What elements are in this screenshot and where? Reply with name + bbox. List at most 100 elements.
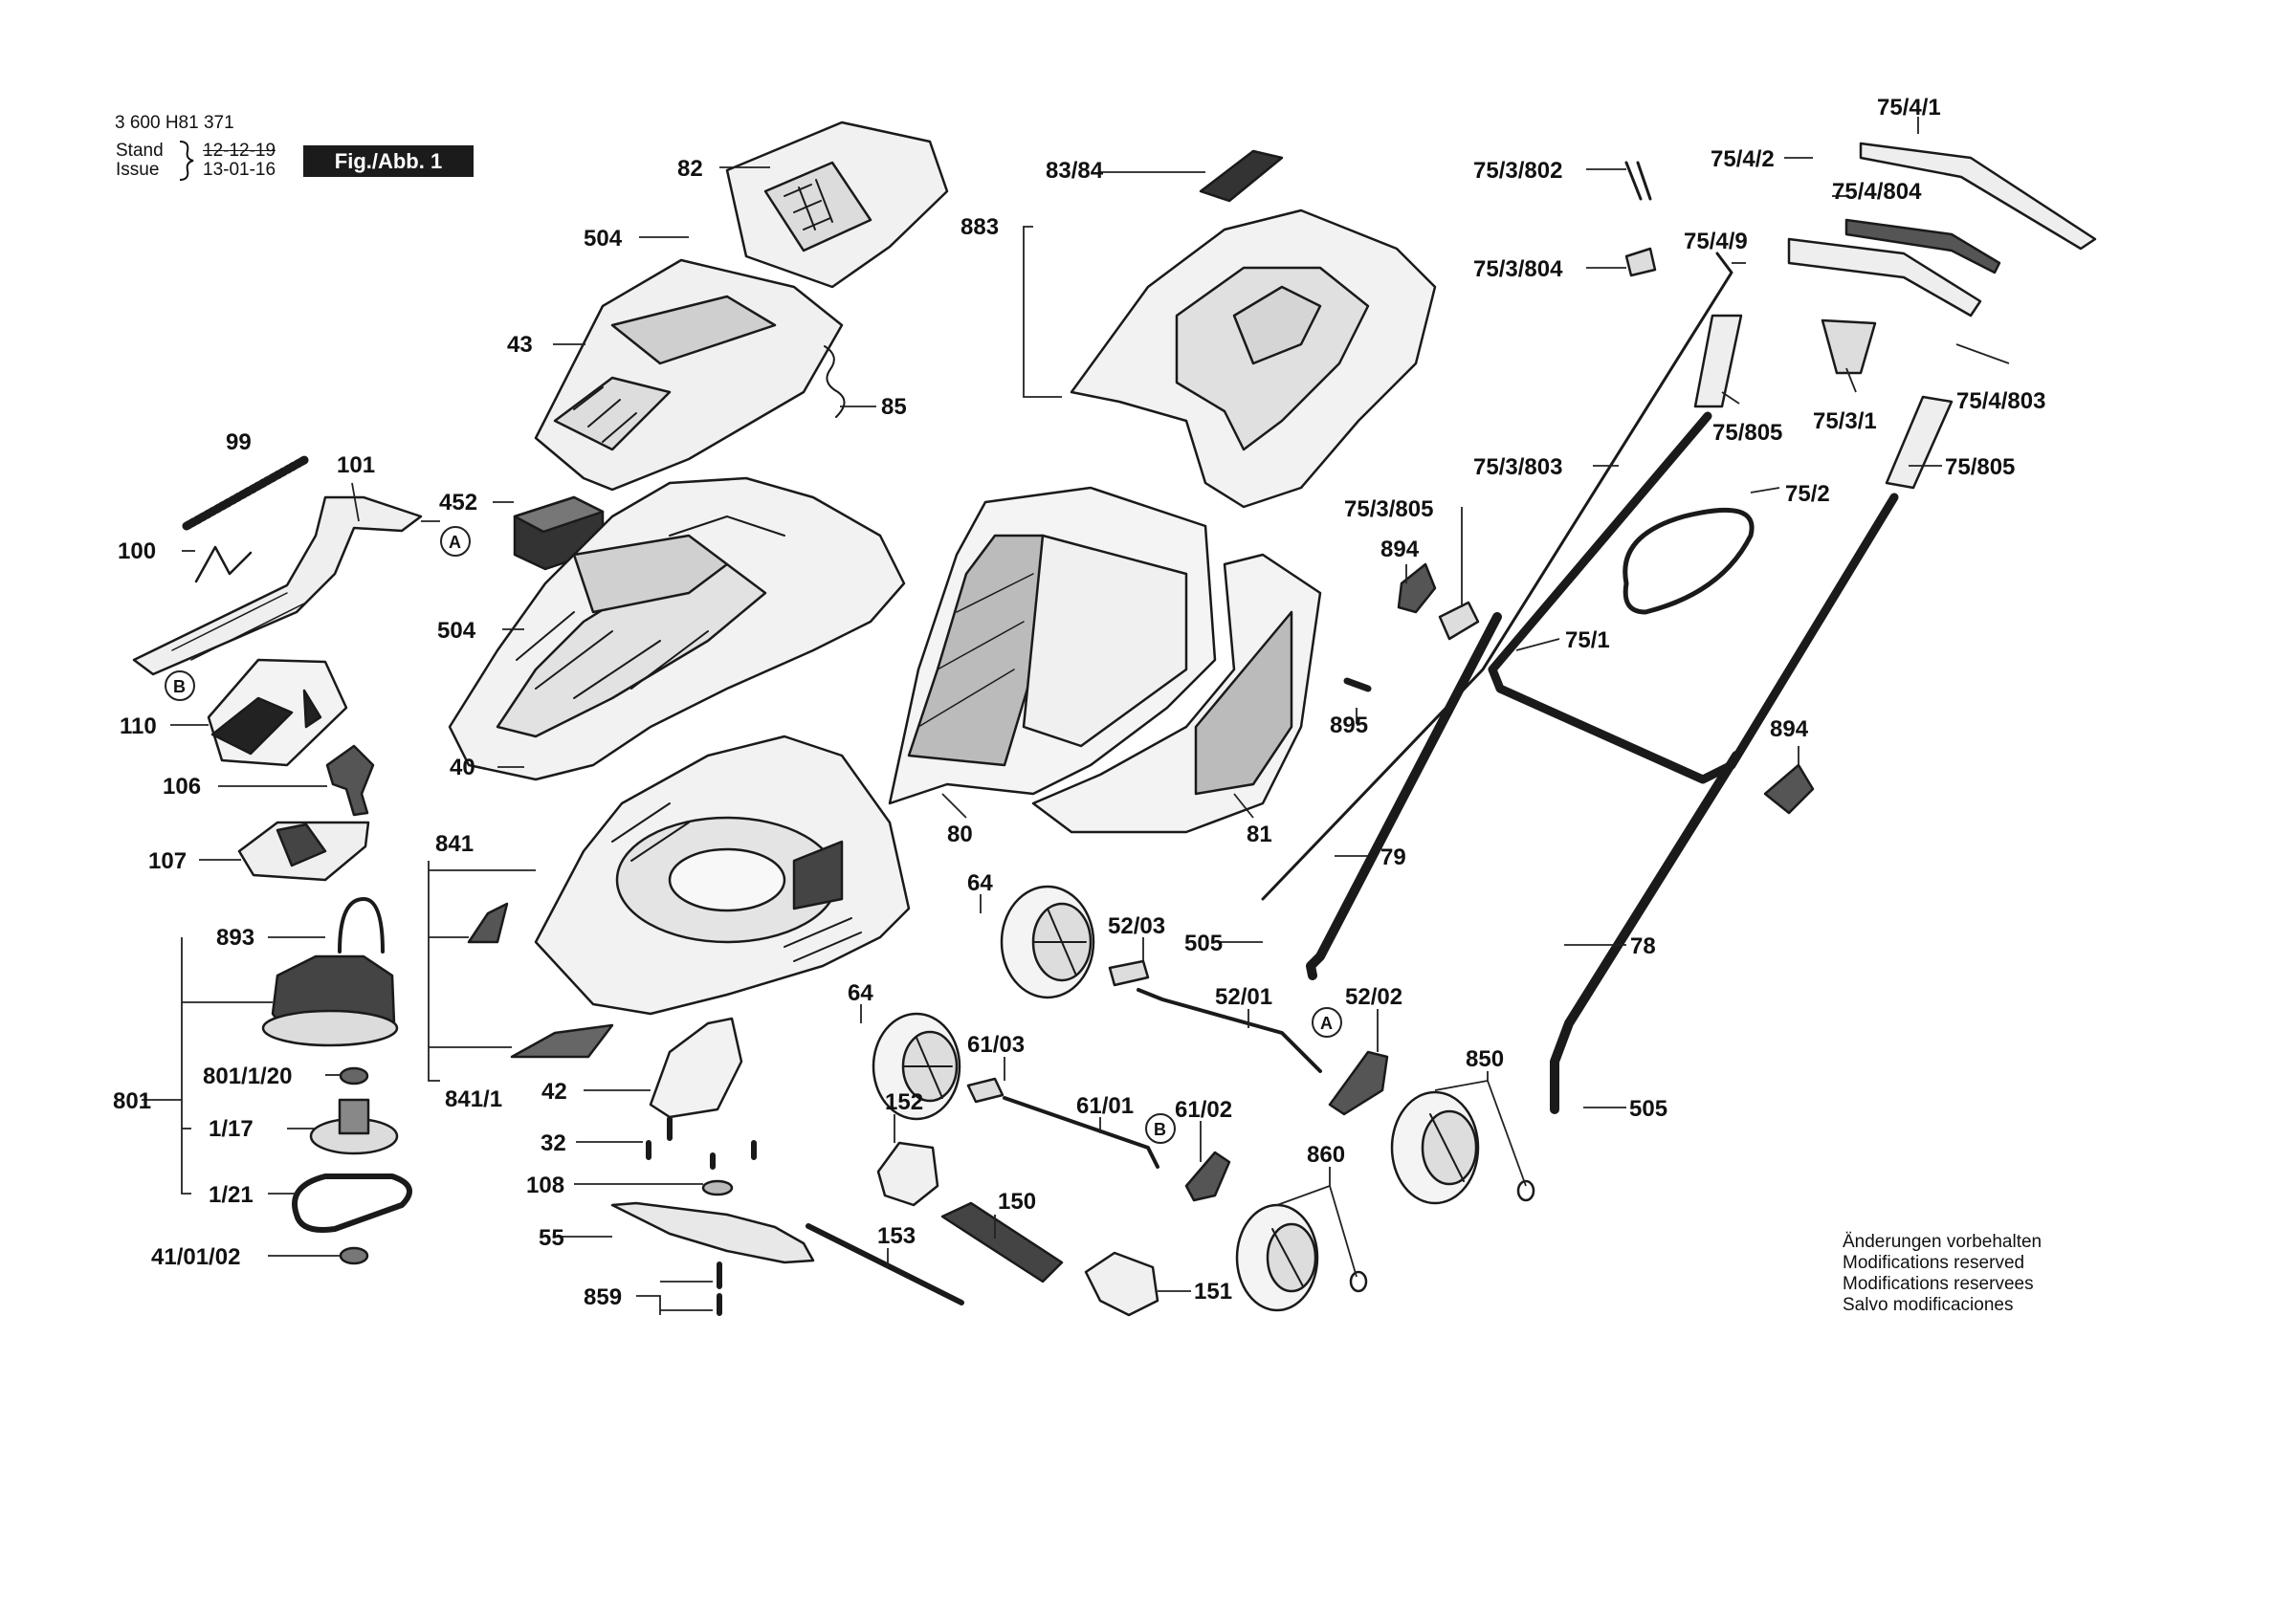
axle-part bbox=[1137, 988, 1322, 1073]
part-label-75-4-804: 75/4/804 bbox=[1832, 179, 1922, 205]
upper-handle-part bbox=[1488, 411, 1899, 784]
motor-part bbox=[261, 954, 399, 1047]
part-label-108: 108 bbox=[526, 1173, 564, 1198]
callout-b: B bbox=[173, 677, 186, 696]
part-label-52-02: 52/02 bbox=[1345, 984, 1402, 1010]
part-label-75-3-804: 75/3/804 bbox=[1473, 256, 1563, 282]
front-wheel-left-part bbox=[1000, 885, 1095, 999]
header-brace bbox=[179, 141, 194, 181]
issue-label: Issue bbox=[116, 160, 160, 180]
part-label-99: 99 bbox=[226, 429, 252, 455]
part-label-78: 78 bbox=[1630, 933, 1656, 959]
modification-notes: Änderungen vorbehalten Modifications res… bbox=[1843, 1232, 2042, 1316]
part-label-64-2: 64 bbox=[848, 980, 873, 1006]
part-label-75-3-803: 75/3/803 bbox=[1473, 454, 1562, 480]
part-label-75-3-802: 75/3/802 bbox=[1473, 158, 1562, 184]
grass-box-part bbox=[888, 486, 1217, 805]
note-french: Modifications reservees bbox=[1843, 1274, 2034, 1294]
adjuster-part-2 bbox=[1184, 1151, 1231, 1202]
part-label-850: 850 bbox=[1466, 1046, 1504, 1072]
part-label-101: 101 bbox=[337, 452, 375, 478]
part-label-61-02: 61/02 bbox=[1175, 1097, 1232, 1123]
grip-part bbox=[1199, 149, 1284, 203]
slider-part bbox=[1108, 959, 1150, 987]
stand-date: 12-12-19 bbox=[203, 141, 276, 161]
part-label-883: 883 bbox=[960, 214, 999, 240]
part-label-52-01: 52/01 bbox=[1215, 984, 1272, 1010]
stand-label: Stand bbox=[116, 141, 164, 161]
axle-part-2 bbox=[1003, 1096, 1159, 1169]
part-label-75-2: 75/2 bbox=[1785, 481, 1830, 507]
part-label-75-4-803: 75/4/803 bbox=[1956, 388, 2045, 414]
part-label-1-17: 1/17 bbox=[209, 1116, 254, 1142]
handle-grip-75-4-1-part bbox=[1859, 142, 2097, 251]
deck-strip-part-2 bbox=[510, 1023, 614, 1059]
grass-box-side-part bbox=[1031, 553, 1322, 834]
part-label-801: 801 bbox=[113, 1088, 151, 1114]
handle-bar-75-4-9-part bbox=[1787, 237, 1982, 318]
figure-badge: Fig./Abb. 1 bbox=[303, 145, 474, 177]
rear-wheel-right-part bbox=[1390, 1090, 1480, 1205]
part-label-75-3-805: 75/3/805 bbox=[1344, 496, 1433, 522]
issue-date: 13-01-16 bbox=[203, 160, 276, 180]
wheel-cap-part bbox=[1516, 1179, 1535, 1202]
part-label-80: 80 bbox=[947, 822, 973, 847]
note-german: Änderungen vorbehalten bbox=[1843, 1232, 2042, 1252]
upper-housing-part bbox=[448, 476, 906, 781]
part-label-505-2: 505 bbox=[1629, 1096, 1667, 1122]
part-label-801-1-20: 801/1/20 bbox=[203, 1064, 292, 1089]
part-label-79: 79 bbox=[1380, 844, 1406, 870]
part-label-859: 859 bbox=[584, 1284, 622, 1310]
cable-part bbox=[1261, 252, 1733, 901]
knob-894-part-2 bbox=[1763, 763, 1815, 815]
washer-part bbox=[339, 1246, 369, 1265]
clip-part bbox=[194, 545, 253, 583]
belt-part bbox=[292, 1173, 412, 1233]
deck-strip-part bbox=[467, 902, 509, 944]
callout-markers bbox=[165, 526, 1342, 1144]
coil-spring-part bbox=[182, 454, 311, 531]
switch-tray-part bbox=[237, 821, 370, 882]
lever-part bbox=[132, 495, 423, 676]
part-label-85: 85 bbox=[881, 394, 907, 420]
screw-part bbox=[646, 1116, 757, 1170]
cup-75-3-1-part bbox=[1821, 318, 1877, 375]
part-label-42: 42 bbox=[541, 1079, 567, 1105]
part-label-153: 153 bbox=[877, 1223, 916, 1249]
part-label-893: 893 bbox=[216, 925, 254, 951]
switch-part bbox=[325, 744, 375, 817]
bracket-part bbox=[876, 1141, 939, 1207]
part-label-61-01: 61/01 bbox=[1076, 1093, 1134, 1119]
part-label-110: 110 bbox=[120, 713, 157, 739]
part-label-504: 504 bbox=[584, 226, 623, 252]
connector-75-3-802-part bbox=[1624, 161, 1652, 201]
callout-b-2: B bbox=[1154, 1120, 1166, 1139]
part-label-75-4-2: 75/4/2 bbox=[1711, 146, 1775, 172]
handle-bar-75-4-804-part bbox=[1844, 218, 2001, 274]
callout-a: A bbox=[449, 533, 461, 552]
slider-part-2 bbox=[966, 1077, 1004, 1104]
switch-cover-part bbox=[207, 658, 348, 767]
part-label-152: 152 bbox=[885, 1089, 923, 1115]
part-label-43: 43 bbox=[507, 332, 533, 358]
spring-part bbox=[824, 345, 846, 418]
lower-handle-left-part bbox=[1306, 612, 1502, 980]
part-label-40: 40 bbox=[450, 755, 475, 780]
part-label-52-03: 52/03 bbox=[1108, 913, 1165, 939]
housing-top-part bbox=[534, 258, 844, 492]
clamp-75-3-805-part bbox=[1438, 601, 1480, 641]
part-label-106: 106 bbox=[163, 774, 201, 800]
part-label-860: 860 bbox=[1307, 1142, 1345, 1168]
rod-part bbox=[806, 1223, 964, 1305]
part-label-75-3-1: 75/3/1 bbox=[1813, 408, 1877, 434]
part-label-100: 100 bbox=[118, 538, 156, 564]
note-spanish: Salvo modificaciones bbox=[1843, 1295, 2014, 1315]
mulch-plug-part bbox=[649, 1017, 743, 1119]
washer-108-part bbox=[701, 1179, 734, 1196]
part-label-82: 82 bbox=[677, 156, 703, 182]
motor-clip-part bbox=[338, 897, 385, 954]
bearing-part bbox=[339, 1066, 369, 1086]
part-label-32: 32 bbox=[541, 1130, 566, 1156]
blade-part bbox=[610, 1201, 815, 1264]
